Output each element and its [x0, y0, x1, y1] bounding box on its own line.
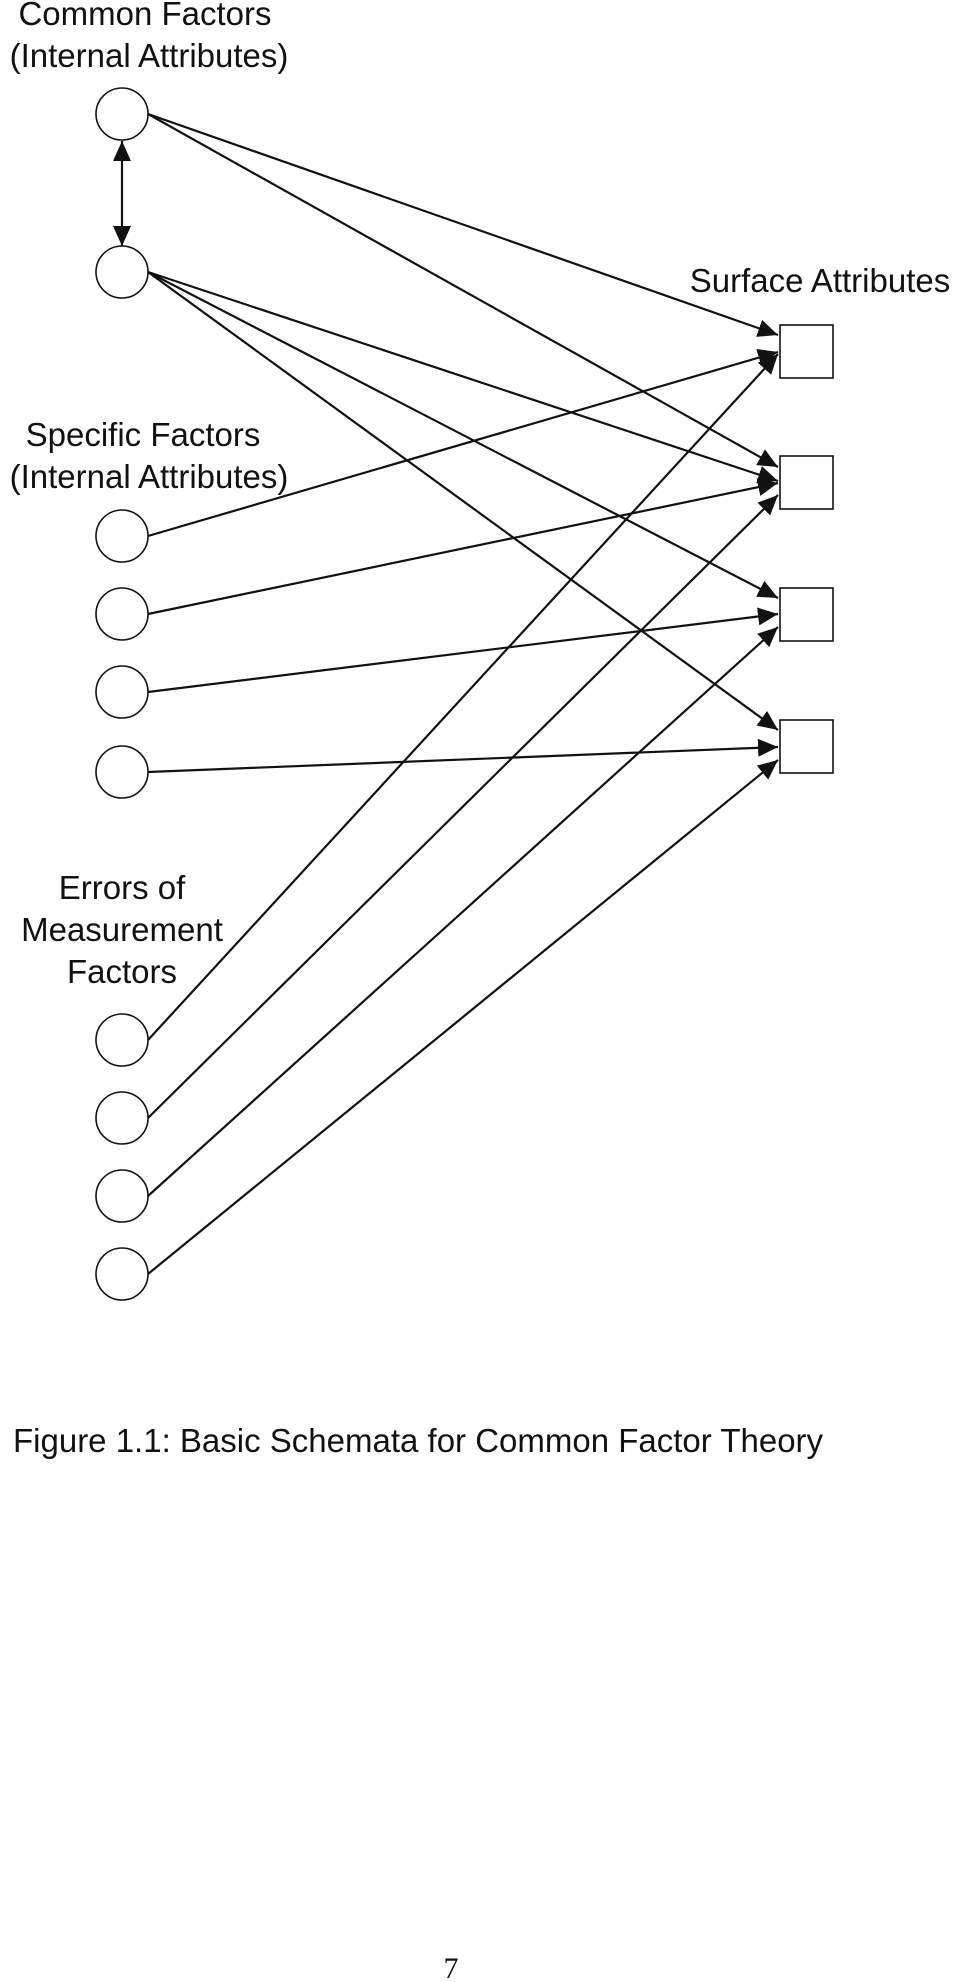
path-common1-to-surface1 [147, 112, 779, 337]
common-factor-node [95, 245, 149, 299]
path-specific3-to-surface3 [147, 607, 779, 694]
path-common2-to-surface2 [147, 270, 779, 484]
page-number: 7 [444, 1952, 459, 1982]
common-factors-label-line2: (Internal Attributes) [10, 37, 289, 74]
path-error2-to-surface2 [147, 494, 779, 1119]
path-common2-to-surface3 [147, 271, 779, 599]
error-factor-node [95, 1169, 149, 1223]
path-error1-to-surface1 [147, 353, 779, 1041]
surface-attribute-node [779, 587, 834, 642]
error-factor-node [95, 1247, 149, 1301]
specific-factors-label-line1: Specific Factors [26, 416, 261, 453]
common-factors-label-line1: Common Factors [18, 0, 271, 32]
path-error3-to-surface3 [147, 626, 779, 1197]
specific-factor-node [95, 665, 149, 719]
errors-label-line2: Measurement [21, 911, 223, 948]
errors-label-line3: Factors [67, 953, 177, 990]
common-factor-node [95, 87, 149, 141]
specific-factors-label-line2: (Internal Attributes) [10, 458, 289, 495]
surface-attribute-node [779, 455, 834, 510]
specific-factor-node [95, 587, 149, 641]
error-factor-node [95, 1013, 149, 1067]
specific-factor-node [95, 745, 149, 799]
surface-attributes-label: Surface Attributes [690, 262, 950, 299]
path-specific4-to-surface4 [147, 738, 779, 774]
errors-label-line1: Errors of [59, 869, 186, 906]
path-specific2-to-surface2 [147, 478, 779, 616]
path-common2-to-surface4 [147, 271, 779, 731]
path-specific1-to-surface1 [147, 348, 779, 538]
error-factor-node [95, 1091, 149, 1145]
specific-factor-node [95, 509, 149, 563]
path-common1-to-surface2 [147, 113, 779, 468]
surface-attribute-node [779, 324, 834, 379]
path-error4-to-surface4 [147, 759, 779, 1275]
figure-caption: Figure 1.1: Basic Schemata for Common Fa… [13, 1422, 824, 1459]
surface-attribute-node [779, 719, 834, 774]
